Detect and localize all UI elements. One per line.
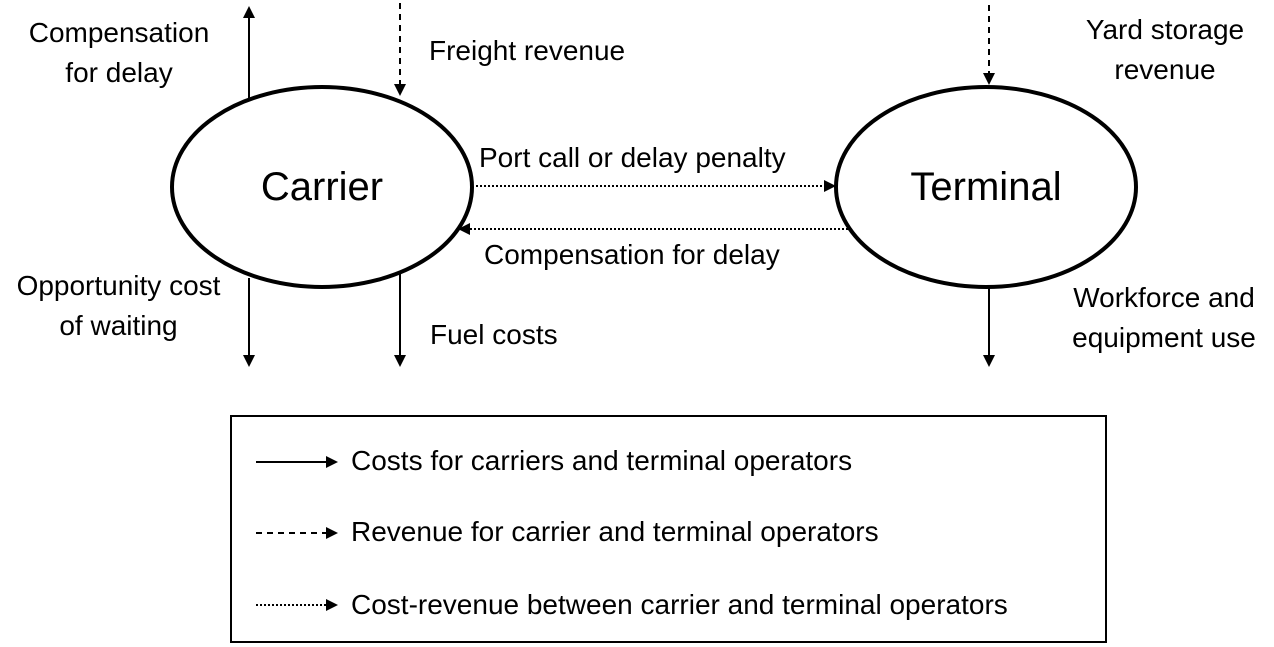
carrier-node [170, 85, 474, 289]
fuel-costs-label: Fuel costs [430, 319, 558, 350]
carrier-label: Carrier [260, 165, 384, 209]
port-call-label: Port call or delay penalty [479, 142, 786, 173]
legend-costs-label: Costs for carriers and terminal operator… [351, 445, 853, 476]
terminal-node [834, 85, 1138, 289]
opportunity-cost-label: Opportunity cost of waiting [16, 270, 221, 341]
legend-cost-revenue-label: Cost-revenue between carrier and termina… [351, 589, 1008, 620]
workforce-label: Workforce and equipment use [1072, 282, 1256, 353]
compensation-between-label: Compensation for delay [484, 239, 780, 270]
yard-storage-label: Yard storage revenue [1085, 14, 1245, 85]
legend-box [230, 415, 1107, 643]
freight-revenue-label: Freight revenue [429, 35, 626, 66]
carrier-compensation-label: Compensation for delay [28, 17, 210, 88]
legend-revenue-label: Revenue for carrier and terminal operato… [351, 516, 879, 547]
terminal-label: Terminal [910, 165, 1062, 209]
